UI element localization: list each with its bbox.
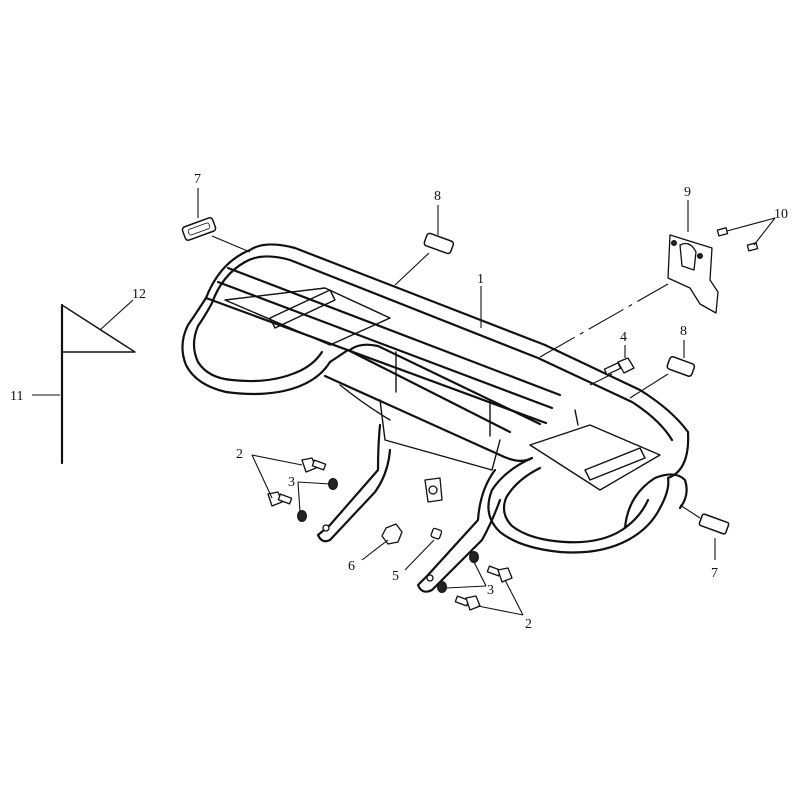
license-bracket [667, 234, 719, 314]
callout-3-left: 3 [288, 475, 295, 490]
callout-2-left: 2 [236, 447, 243, 462]
leader-lines [32, 188, 776, 616]
callout-8-top: 8 [434, 189, 441, 204]
callout-4: 4 [620, 330, 627, 345]
callout-11: 11 [10, 389, 23, 404]
bolts-2-right [454, 565, 513, 611]
washers-3-left [297, 478, 338, 522]
callout-6: 6 [348, 559, 355, 574]
callout-labels: 1 2 3 4 5 6 7 7 8 8 9 10 11 12 3 2 [10, 172, 788, 632]
safety-flag [60, 303, 136, 465]
reflector-right [666, 356, 696, 377]
callout-5: 5 [392, 569, 399, 584]
nut-6 [381, 523, 403, 545]
callout-12: 12 [132, 287, 146, 302]
washers-3-right [437, 551, 479, 593]
reflector-top-middle [423, 232, 455, 255]
screws-10 [716, 227, 759, 252]
callout-7-top: 7 [194, 172, 201, 187]
callout-2-right: 2 [525, 617, 532, 632]
callout-9: 9 [684, 185, 691, 200]
bolts-2-left [267, 457, 327, 507]
callout-8-right: 8 [680, 324, 687, 339]
pin-5 [430, 527, 443, 540]
callout-3-right: 3 [487, 583, 494, 598]
reflector-bottom-right [698, 513, 730, 535]
callout-10: 10 [774, 207, 788, 222]
callout-1: 1 [477, 272, 484, 287]
bolt-4 [603, 357, 635, 376]
callout-7-bottom: 7 [711, 566, 718, 581]
rear-rack [181, 243, 690, 593]
